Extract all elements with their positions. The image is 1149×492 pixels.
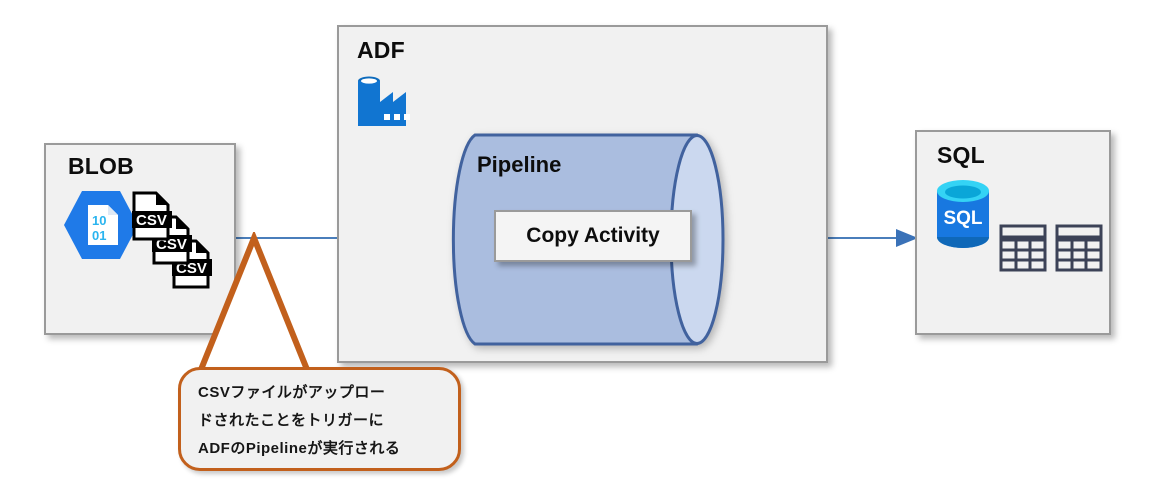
csv-file-icon-3: CSV	[172, 239, 212, 289]
callout-box: CSVファイルがアップロー ドされたことをトリガーに ADFのPipelineが…	[178, 367, 461, 471]
table-icon-1	[999, 224, 1047, 272]
csv-file-stack: CSV CSV CSV	[132, 191, 212, 289]
svg-text:01: 01	[92, 228, 106, 243]
azure-blob-storage-icon: 10 01	[64, 191, 138, 259]
copy-activity-box[interactable]: Copy Activity	[494, 210, 692, 262]
sql-zone: SQL SQL	[915, 130, 1111, 335]
svg-text:10: 10	[92, 213, 106, 228]
svg-text:CSV: CSV	[136, 212, 167, 229]
callout-pointer-tail	[197, 232, 311, 374]
table-icon-2	[1055, 224, 1103, 272]
azure-data-factory-icon	[358, 76, 410, 126]
csv-file-icon-1: CSV	[132, 191, 172, 241]
pipeline-label: Pipeline	[477, 152, 562, 177]
callout-line-3: ADFのPipelineが実行される	[198, 440, 401, 457]
sql-zone-title: SQL	[937, 142, 985, 168]
callout-text: CSVファイルがアップロー ドされたことをトリガーに ADFのPipelineが…	[198, 379, 448, 463]
sql-tables-icon	[999, 224, 1103, 272]
sql-db-label: SQL	[943, 208, 982, 229]
callout-line-1: CSVファイルがアップロー	[198, 384, 386, 401]
blob-zone-title: BLOB	[68, 153, 134, 179]
adf-zone: ADF Pipeline Copy Activity	[337, 25, 828, 363]
azure-sql-database-icon: SQL	[937, 180, 989, 248]
blob-zone: BLOB 10 01 CSV CSV	[44, 143, 236, 335]
copy-activity-label: Copy Activity	[526, 224, 660, 247]
callout-line-2: ドされたことをトリガーに	[198, 412, 385, 429]
adf-zone-title: ADF	[357, 37, 405, 63]
pipeline-shape[interactable]: Pipeline Copy Activity	[449, 132, 735, 347]
